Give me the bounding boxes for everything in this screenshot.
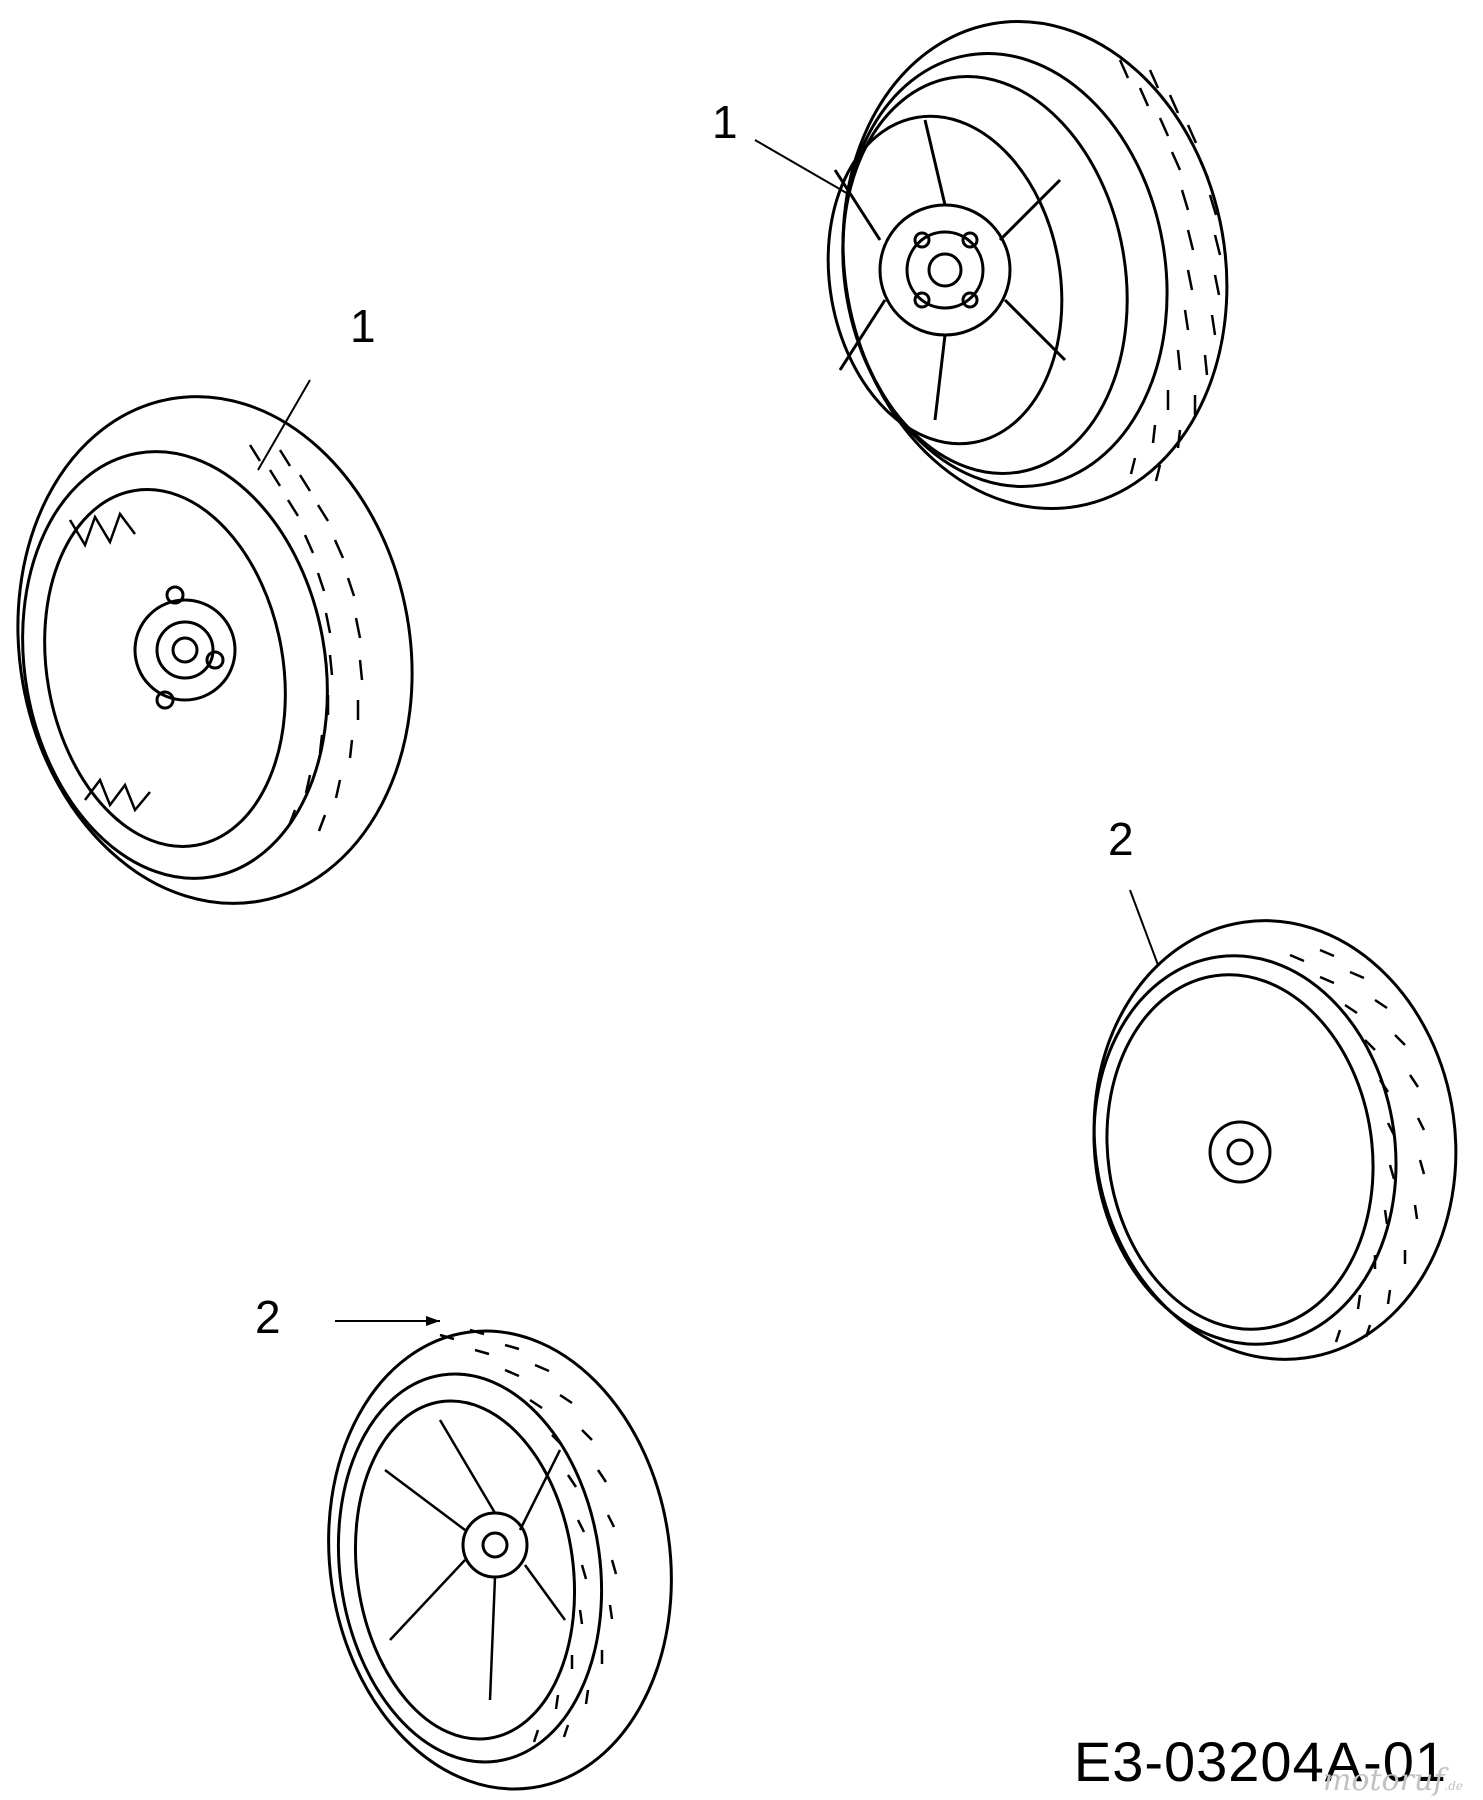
wheel-left (16, 395, 414, 905)
tread-pattern (439, 1328, 618, 1743)
watermark-main: motoruf (1322, 1763, 1445, 1798)
watermark: motoruf.de (1323, 1763, 1463, 1798)
wheel-right-small (1092, 919, 1458, 1361)
callout-label-2-bottom: 2 (255, 1291, 281, 1343)
tread-pattern (248, 444, 364, 832)
tread-pattern (1118, 59, 1222, 482)
drawing-code: E3-03204A-01 (1073, 1730, 1447, 1793)
callout-label-1-top: 1 (712, 96, 738, 148)
callout-label-1-left: 1 (350, 300, 376, 352)
tread-pattern (1289, 948, 1426, 1343)
wheel-top-right (826, 19, 1229, 511)
wheel-bottom (327, 1328, 673, 1791)
watermark-suffix: .de (1444, 1779, 1463, 1793)
callout-label-2-right: 2 (1108, 813, 1134, 865)
